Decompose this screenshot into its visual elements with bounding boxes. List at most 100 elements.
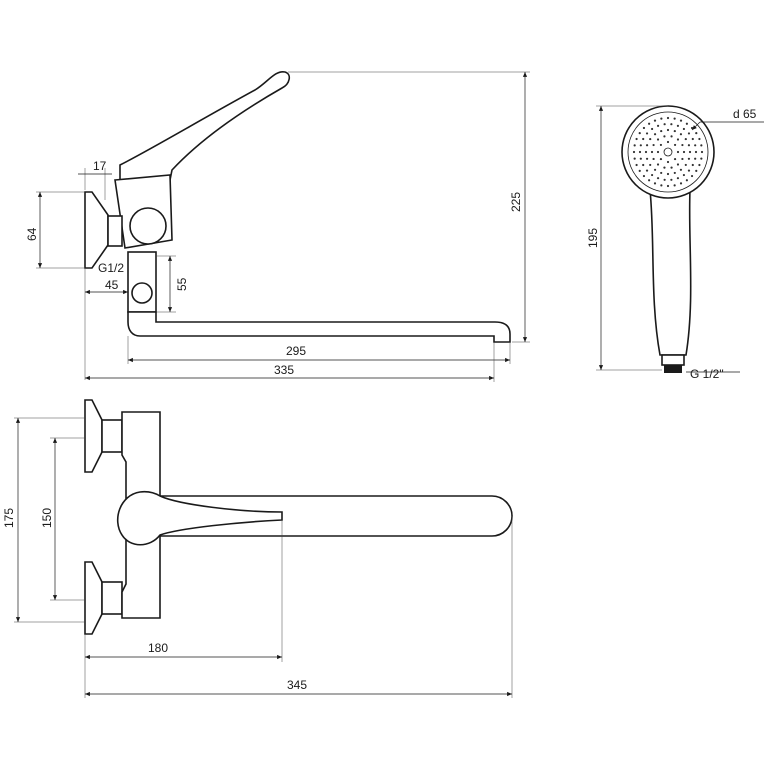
nozzle-dot xyxy=(648,179,651,182)
nozzle-dot xyxy=(694,144,697,147)
nozzle-dot xyxy=(666,116,670,120)
wall-flange-top xyxy=(84,191,109,269)
nozzle-dot xyxy=(639,144,642,147)
nozzle-dot xyxy=(663,166,666,169)
nozzle-dot xyxy=(644,150,648,154)
nozzle-dot xyxy=(694,150,698,154)
nozzle-dot xyxy=(679,182,683,185)
nozzle-dot xyxy=(670,166,673,169)
dim-offset: 45 xyxy=(105,278,119,292)
nozzle-dot xyxy=(679,119,683,122)
nozzle-dot xyxy=(666,184,670,188)
lever-handle xyxy=(119,71,291,186)
nozzle-dot xyxy=(681,157,684,161)
nozzle-dot xyxy=(653,119,657,122)
nozzle-dot xyxy=(660,171,663,175)
nozzle-dot xyxy=(645,169,649,172)
nozzle-dot xyxy=(673,117,676,120)
nozzle-dot xyxy=(633,157,636,160)
nozzle-dot xyxy=(698,163,701,167)
nozzle-dot xyxy=(687,157,691,160)
wall-flange-lower xyxy=(84,561,103,635)
nozzle-dot xyxy=(685,179,688,182)
nozzle-dot xyxy=(682,173,686,177)
nozzle-dot xyxy=(673,171,676,175)
dim-spout-drop: 55 xyxy=(175,277,189,291)
dim-flange-depth: 17 xyxy=(93,159,107,173)
nozzle-dot xyxy=(642,126,646,130)
nozzle-dot xyxy=(666,128,670,132)
nut-upper xyxy=(101,419,123,453)
nozzle-dot xyxy=(635,163,638,167)
nozzle-dot xyxy=(638,132,641,135)
nozzle-dot xyxy=(695,132,698,135)
nozzle-dot xyxy=(695,169,698,172)
wall-flange-upper xyxy=(84,399,103,473)
nozzle-dot xyxy=(642,137,645,141)
nozzle-dot xyxy=(632,150,636,154)
nozzle-dot xyxy=(685,122,688,125)
nozzle-dot xyxy=(698,137,701,141)
nozzle-dot xyxy=(650,127,654,131)
nozzle-dot xyxy=(700,157,703,160)
nozzle-dot xyxy=(666,160,670,164)
nozzle-dot xyxy=(700,144,703,147)
nozzle-dot xyxy=(666,140,670,144)
nozzle-dot xyxy=(639,157,642,160)
shower-thread-end xyxy=(664,365,682,373)
dim-total-height: 225 xyxy=(509,192,523,212)
nozzle-dot xyxy=(663,178,666,181)
nozzle-dot xyxy=(650,173,654,177)
nozzle-dot xyxy=(642,163,645,167)
nozzle-dot xyxy=(684,163,687,167)
nozzle-dot xyxy=(679,133,683,136)
nozzle-dot xyxy=(645,132,649,135)
shower-face-inner xyxy=(627,111,709,193)
nozzle-dot xyxy=(633,144,636,147)
lever-top xyxy=(116,490,283,546)
thread-label-side: G1/2 xyxy=(98,261,124,275)
spout-pipe xyxy=(127,311,511,343)
nozzle-dot xyxy=(649,163,652,167)
shower-head-view: d 65 195 G 1/2" xyxy=(586,105,764,381)
nozzle-dot xyxy=(653,133,657,136)
nozzle-dot xyxy=(687,169,691,172)
shower-handle xyxy=(649,189,692,356)
nozzle-dot xyxy=(666,172,670,176)
nozzle-dot xyxy=(700,150,704,154)
nozzle-dot xyxy=(670,123,673,126)
valve-knob xyxy=(129,207,167,245)
nozzle-dot xyxy=(684,137,687,141)
dim-shower-length: 195 xyxy=(586,228,600,248)
nozzle-dot xyxy=(656,150,660,154)
nozzle-dot xyxy=(673,129,676,133)
nozzle-dot xyxy=(645,157,649,160)
dim-total-length: 335 xyxy=(274,363,294,377)
nozzle-dot xyxy=(691,163,694,167)
nozzle-dot xyxy=(649,137,652,141)
nozzle-dot xyxy=(645,144,649,147)
nozzle-dot xyxy=(673,143,677,147)
nozzle-dot xyxy=(691,137,694,141)
faucet-top-view: 175 150 180 345 xyxy=(2,399,513,698)
nozzle-dot xyxy=(659,143,663,147)
nozzle-dot xyxy=(650,150,654,154)
shower-thread xyxy=(661,354,685,366)
nozzle-dot xyxy=(682,150,686,154)
nozzle-dot xyxy=(670,178,673,181)
nozzle-dot xyxy=(652,143,655,147)
nozzle-dot xyxy=(663,135,666,138)
dim-body-to-lever: 180 xyxy=(148,641,168,655)
dim-flange-height: 64 xyxy=(25,227,39,241)
nozzle-dot xyxy=(673,184,676,187)
nozzle-dot xyxy=(673,157,677,161)
spout-swivel xyxy=(131,282,153,304)
dim-total-reach: 345 xyxy=(287,678,307,692)
dim-center-distance: 150 xyxy=(40,508,54,528)
dim-shower-diameter: d 65 xyxy=(733,107,757,121)
nozzle-dot xyxy=(659,157,663,161)
nozzle-dot xyxy=(660,129,663,133)
nozzle-dot xyxy=(681,143,684,147)
nozzle-dot xyxy=(656,124,660,127)
